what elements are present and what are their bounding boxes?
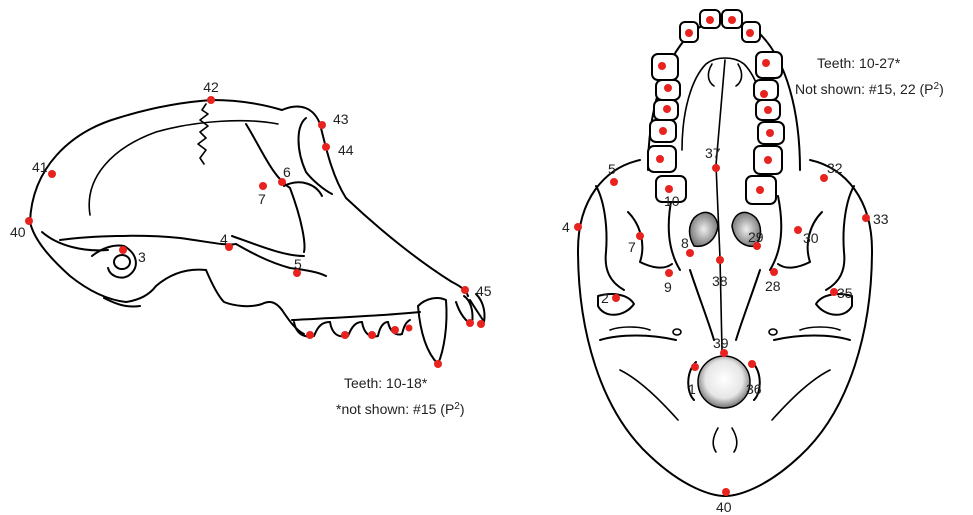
landmark-40: 40 — [10, 217, 33, 240]
svg-text:33: 33 — [873, 211, 889, 227]
svg-text:39: 39 — [713, 335, 729, 351]
svg-text:45: 45 — [476, 283, 492, 299]
landmark-44: 44 — [322, 142, 354, 158]
landmark-39: 39 — [713, 335, 729, 357]
svg-text:2: 2 — [601, 290, 609, 306]
ventral-skull-view: 37 5 32 10 4 33 — [562, 10, 944, 515]
svg-text:41: 41 — [32, 159, 48, 175]
svg-text:28: 28 — [765, 278, 781, 294]
landmark-28: 28 — [765, 268, 781, 294]
lateral-skull-outline — [30, 100, 485, 364]
ventral-teeth-note: Teeth: 10-27* — [817, 55, 901, 71]
landmark-5-ventral: 5 — [608, 161, 618, 186]
svg-text:44: 44 — [338, 142, 354, 158]
svg-text:7: 7 — [258, 191, 266, 207]
landmark-6: 6 — [278, 164, 291, 186]
svg-text:1: 1 — [688, 381, 696, 397]
svg-text:3: 3 — [138, 249, 146, 265]
svg-text:5: 5 — [608, 161, 616, 177]
svg-text:9: 9 — [664, 279, 672, 295]
svg-text:43: 43 — [333, 111, 349, 127]
svg-text:40: 40 — [10, 224, 26, 240]
landmark-2: 2 — [601, 290, 620, 306]
lateral-teeth-note: Teeth: 10-18* — [344, 375, 428, 391]
landmark-40-ventral: 40 — [716, 488, 732, 515]
lateral-not-shown-note: *not shown: #15 (P2) — [336, 401, 465, 417]
lateral-skull-view: 42 43 44 41 6 7 — [10, 79, 492, 417]
svg-text:29: 29 — [748, 229, 764, 245]
svg-text:37: 37 — [705, 145, 721, 161]
landmark-35: 35 — [830, 285, 853, 301]
svg-text:4: 4 — [220, 231, 228, 247]
landmark-43: 43 — [318, 111, 349, 129]
svg-text:5: 5 — [294, 256, 302, 272]
landmark-7: 7 — [258, 182, 267, 207]
landmark-38: 38 — [712, 256, 728, 289]
ventral-not-shown-note: Not shown: #15, 22 (P2) — [795, 81, 944, 97]
svg-text:42: 42 — [203, 79, 219, 95]
landmark-37: 37 — [705, 145, 721, 172]
landmark-5: 5 — [293, 256, 302, 277]
svg-text:40: 40 — [716, 499, 732, 515]
svg-text:35: 35 — [837, 285, 853, 301]
svg-text:32: 32 — [827, 160, 843, 176]
svg-text:7: 7 — [628, 239, 636, 255]
svg-text:36: 36 — [746, 381, 762, 397]
svg-text:4: 4 — [562, 219, 570, 235]
lateral-tooth-landmarks — [306, 319, 485, 368]
landmark-30: 30 — [794, 226, 819, 246]
landmark-4: 4 — [220, 231, 233, 251]
landmark-41: 41 — [32, 159, 56, 178]
svg-text:8: 8 — [681, 235, 689, 251]
svg-text:30: 30 — [803, 230, 819, 246]
svg-text:38: 38 — [712, 273, 728, 289]
landmark-9: 9 — [664, 269, 673, 295]
svg-text:10: 10 — [664, 193, 680, 209]
svg-text:6: 6 — [283, 164, 291, 180]
